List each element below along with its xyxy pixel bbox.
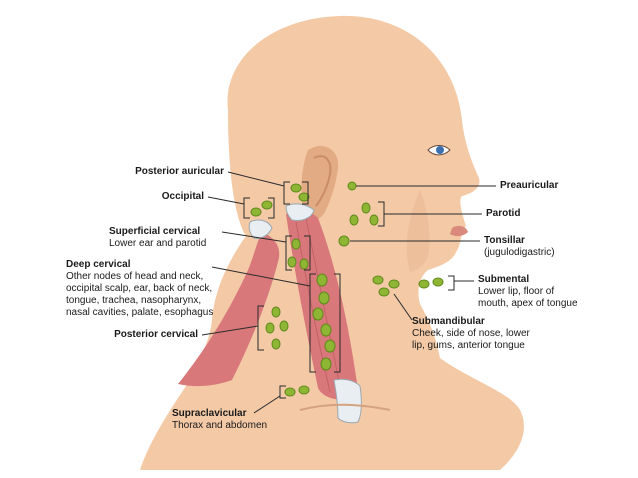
node-deep-cervical	[312, 307, 324, 321]
ear-inner	[313, 155, 332, 207]
node-posterior-cervical	[279, 320, 289, 332]
leader-occipital	[207, 196, 245, 205]
node-submandibular	[378, 287, 390, 297]
node-posterior-auricular	[298, 192, 310, 202]
bracket-supraclavicular	[279, 385, 286, 399]
label-occipital: Occipital	[162, 191, 204, 203]
sternal-tendon	[333, 378, 362, 424]
label-description: Thorax and abdomen	[172, 420, 268, 431]
label-superficial-cervical: Superficial cervical Lower ear and parot…	[109, 226, 206, 250]
label-title: Superficial cervical	[109, 226, 201, 237]
label-description-line: Other nodes of head and neck,	[66, 271, 204, 282]
node-parotid	[361, 202, 371, 214]
lymph-nodes	[250, 181, 444, 397]
label-description-line: tongue, trachea, nasopharynx,	[66, 295, 202, 306]
node-superficial-cervical	[287, 256, 297, 268]
label-tonsillar: Tonsillar (jugulodigastric)	[484, 235, 555, 259]
iris	[436, 146, 444, 154]
label-title: Posterior cervical	[114, 329, 198, 340]
label-description-line: nasal cavities, palate, esophagus	[66, 307, 214, 318]
leader-posterior-auricular	[227, 171, 285, 187]
label-submandibular: Submandibular Cheek, side of nose, lower…	[412, 316, 530, 352]
node-preauricular	[347, 181, 357, 191]
label-preauricular: Preauricular	[500, 180, 558, 192]
label-title: Deep cervical	[66, 259, 131, 270]
node-superficial-cervical	[291, 238, 301, 250]
label-posterior-cervical: Posterior cervical	[114, 329, 198, 341]
label-description-line: Cheek, side of nose, lower	[412, 328, 530, 339]
label-deep-cervical: Deep cervical Other nodes of head and ne…	[66, 259, 213, 319]
bracket-posterior-cervical	[257, 305, 264, 351]
bracket-superficial-cervical	[285, 235, 311, 271]
bracket-deep-cervical	[309, 273, 341, 373]
label-title: Posterior auricular	[135, 166, 224, 177]
trapezius-tendon	[248, 219, 273, 239]
label-title: Submental	[478, 274, 530, 285]
leader-supraclavicular	[253, 395, 281, 414]
leader-superficial-cervical	[221, 231, 287, 243]
label-submental: Submental Lower lip, floor of mouth, ape…	[478, 274, 578, 310]
node-supraclavicular	[284, 387, 296, 397]
mastoid-tendon	[285, 203, 315, 221]
label-parotid: Parotid	[486, 208, 520, 220]
node-deep-cervical	[318, 291, 330, 305]
node-deep-cervical	[316, 273, 328, 287]
label-description-line: Lower lip, floor of	[478, 286, 555, 297]
node-deep-cervical	[320, 323, 332, 337]
label-description: Lower ear and parotid	[109, 238, 207, 249]
label-title: Preauricular	[500, 180, 559, 191]
node-submandibular	[372, 275, 384, 285]
node-submental	[418, 279, 430, 289]
node-deep-cervical	[320, 357, 332, 371]
label-title: Parotid	[486, 208, 521, 219]
node-tonsillar	[338, 235, 350, 247]
node-occipital	[261, 200, 273, 210]
label-title: Tonsillar	[484, 235, 525, 246]
node-deep-cervical	[324, 339, 336, 353]
lips	[450, 225, 468, 237]
trapezius-muscle	[178, 232, 280, 387]
node-parotid	[369, 214, 379, 226]
label-title: Occipital	[161, 191, 204, 202]
label-description-line: mouth, apex of tongue	[478, 298, 578, 309]
node-parotid	[349, 214, 359, 226]
node-posterior-auricular	[290, 183, 302, 193]
label-title: Supraclavicular	[172, 408, 247, 419]
leader-deep-cervical	[211, 266, 311, 287]
leader-posterior-cervical	[201, 325, 259, 336]
label-description: (jugulodigastric)	[484, 247, 555, 258]
label-description-line: lip, gums, anterior tongue	[412, 340, 525, 351]
label-title: Submandibular	[412, 316, 485, 327]
node-posterior-cervical	[265, 322, 275, 334]
label-posterior-auricular: Posterior auricular	[135, 166, 224, 178]
label-description-line: occipital scalp, ear, back of neck,	[66, 283, 213, 294]
bracket-posterior-auricular	[283, 181, 309, 205]
node-supraclavicular	[298, 385, 310, 395]
face-shadow	[406, 190, 430, 272]
leader-lines	[201, 171, 496, 414]
node-submental	[432, 277, 444, 287]
bracket-submental	[448, 275, 455, 291]
node-superficial-cervical	[299, 258, 309, 270]
node-posterior-cervical	[271, 338, 281, 350]
node-occipital	[250, 207, 262, 217]
leader-submandibular	[393, 293, 413, 321]
label-supraclavicular: Supraclavicular Thorax and abdomen	[172, 408, 267, 432]
bracket-occipital	[243, 197, 275, 219]
node-submandibular	[388, 279, 400, 289]
clavicle	[299, 403, 391, 411]
node-posterior-cervical	[271, 306, 281, 318]
